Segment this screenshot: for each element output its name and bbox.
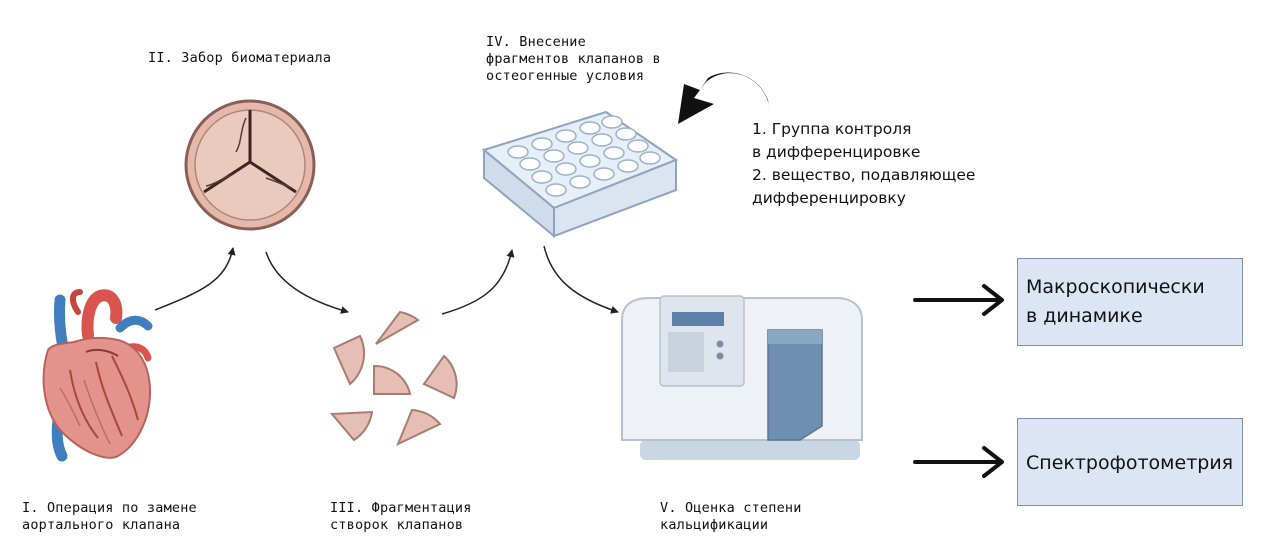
step-4-line-2: фрагментов клапанов в (486, 51, 661, 67)
arrow-valve-to-fragments (265, 251, 349, 314)
groups-line-3: 2. вещество, подавляющее (752, 166, 976, 184)
groups-label: 1. Группа контроля в дифференцировке 2. … (752, 118, 975, 210)
step-4-line-3: остеогенные условия (486, 68, 645, 84)
step-3-label: III. Фрагментация створок клапанов (330, 500, 472, 534)
step-4-label: IV. Внесение фрагментов клапанов в остео… (486, 34, 661, 85)
arrow-fragments-to-plate (441, 249, 515, 315)
macro-line-2: в динамике (1026, 305, 1143, 327)
step-5-line-1: V. Оценка степени (660, 500, 802, 516)
step-5-line-2: кальцификации (660, 517, 769, 533)
flow-arrows (154, 245, 619, 315)
step-2-label: II. Забор биоматериала (148, 50, 331, 67)
arrow-to-macro (913, 284, 1004, 316)
step-1-line-1: I. Операция по замене (22, 500, 197, 516)
step-5-label: V. Оценка степени кальцификации (660, 500, 802, 534)
arrow-heart-to-valve (154, 247, 236, 311)
arrow-to-spectro (913, 446, 1004, 478)
step-4-line-1: IV. Внесение (486, 34, 586, 50)
aortic-valve-icon (184, 99, 316, 231)
spectrophotometer-icon (621, 295, 863, 460)
step-2-line-1: II. Забор биоматериала (148, 50, 332, 66)
step-1-label: I. Операция по замене аортального клапан… (22, 500, 197, 534)
step-1-line-2: аортального клапана (22, 517, 181, 533)
macro-output-box: Макроскопически в динамике (1017, 258, 1243, 346)
step-3-line-2: створок клапанов (330, 517, 464, 533)
valve-fragments-icon (329, 310, 458, 447)
step-3-line-1: III. Фрагментация (330, 500, 472, 516)
macro-line-1: Макроскопически (1026, 276, 1205, 298)
arrow-plate-to-spectrophotometer (543, 245, 619, 314)
groups-line-2: в дифференцировке (752, 143, 921, 161)
output-arrows (913, 284, 1004, 478)
groups-line-1: 1. Группа контроля (752, 120, 912, 138)
groups-line-4: дифференцировку (752, 189, 906, 207)
curved-arrow-icon (678, 72, 770, 124)
spectro-line-1: Спектрофотометрия (1026, 452, 1234, 474)
heart-icon (42, 289, 153, 462)
well-plate-icon (481, 110, 679, 239)
spectro-output-box: Спектрофотометрия (1017, 418, 1243, 506)
